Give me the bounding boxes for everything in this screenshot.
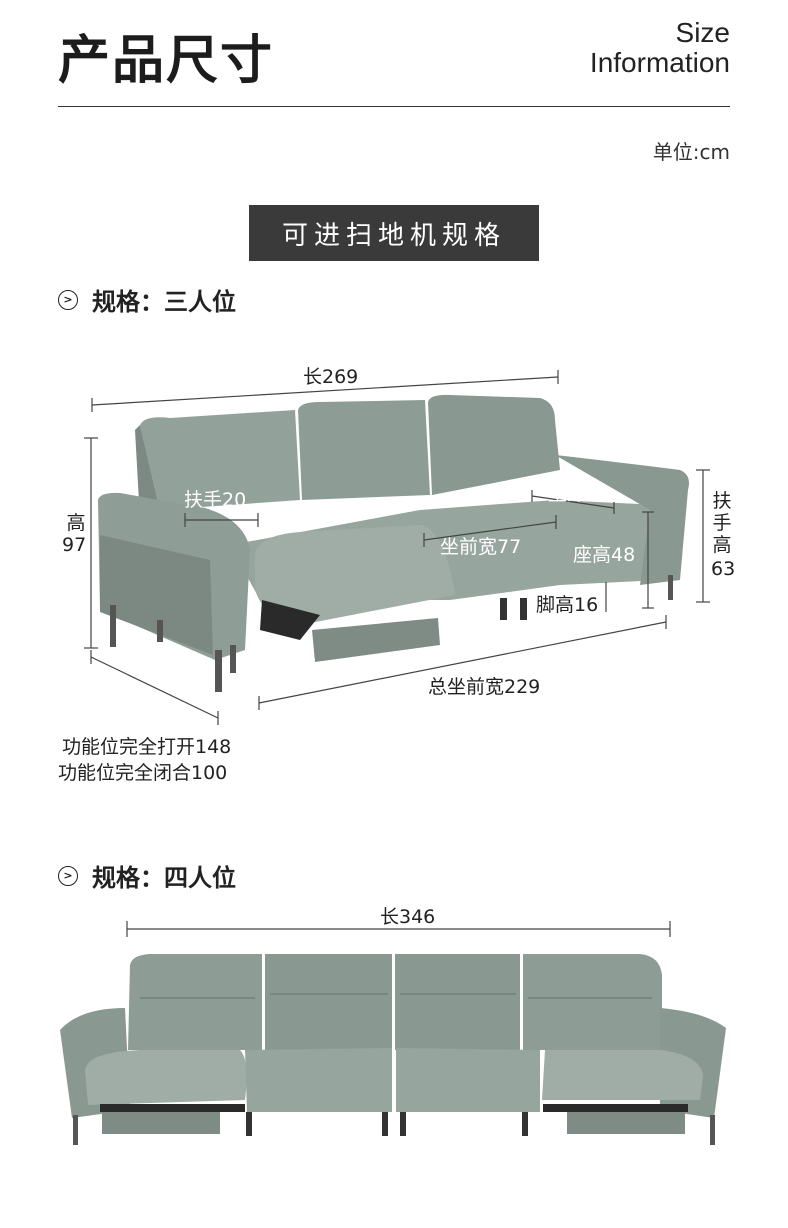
spec4-heading-text: 规格：四人位 [92,864,236,892]
spec3-heading-text: 规格：三人位 [92,288,236,316]
spec3-height-label: 高 [66,512,86,534]
spec3-height-value: 97 [62,534,87,556]
sofa-4-body [60,954,726,1145]
armrest-height-char-2: 手 [712,512,732,534]
spec3-depth-closed-label: 功能位完全闭合100 [58,762,228,784]
page-title: 产品尺寸 [58,31,275,91]
spec3-armrest-height-label: 扶 手 高 [710,490,734,556]
title-en-line1: Size [675,17,730,48]
spec3-heading: > 规格：三人位 [58,282,236,317]
banner: 可进扫地机规格 [249,205,539,261]
chevron-right-circle-icon: > [58,865,78,886]
spec3-armrest-width-label: 扶手20 [184,489,247,511]
sofa-3-body [98,394,689,692]
chevron-right-circle-icon: > [58,289,78,310]
page-title-en: Size Information [590,18,730,78]
spec4-length-label: 长346 [380,906,436,928]
sofa-4-dimensions [126,921,671,937]
spec3-armrest-height-value: 63 [711,558,736,580]
spec3-seat-depth-label: 坐深56 [548,483,611,505]
spec3-seat-front-width-label: 坐前宽77 [440,536,522,558]
spec4-heading: > 规格：四人位 [58,858,236,893]
spec3-total-seat-front-width-label: 总坐前宽229 [428,676,541,698]
armrest-height-char-1: 扶 [712,490,732,512]
sofa-3-dimensions [84,370,710,725]
spec3-foot-height-label: 脚高16 [536,594,599,616]
armrest-height-char-3: 高 [712,534,732,556]
unit-label: 单位:cm [652,140,730,164]
spec3-length-label: 长269 [303,366,359,388]
spec3-seat-height-label: 座高48 [573,544,636,566]
header-divider [58,106,730,107]
title-en-line2: Information [589,47,730,78]
spec3-depth-open-label: 功能位完全打开148 [62,736,232,758]
